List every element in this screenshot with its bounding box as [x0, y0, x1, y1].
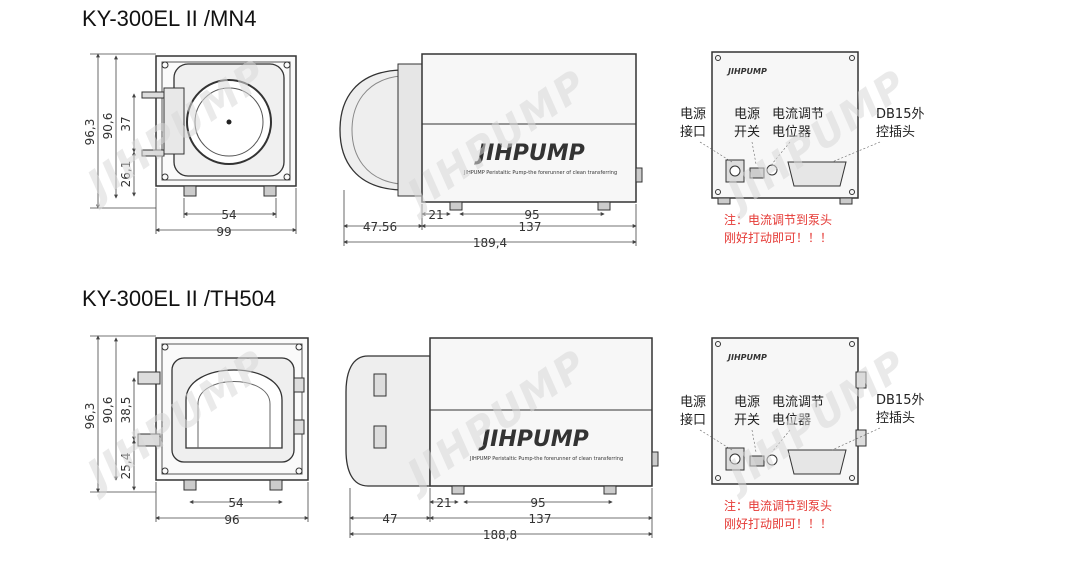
dim-w-54: 54 — [221, 208, 236, 222]
dim-side-total-2: 188,8 — [483, 528, 517, 542]
side-view-th504: JIHPUMP JIHPUMP Peristaltic Pump-the for… — [345, 337, 659, 495]
dim-h-26-2: 25,4 — [119, 453, 133, 480]
label-pot-2b: 电位器 — [772, 413, 811, 428]
side-tagline-mn4: JIHPUMP Peristaltic Pump-the forerunner … — [463, 170, 617, 176]
note-line-2-top: 刚好打动即可！！！ — [724, 231, 832, 245]
dim-side-47-2: 47 — [382, 512, 397, 526]
dim-side-total: 189,4 — [473, 236, 507, 250]
back-logo-th504: JIHPUMP — [726, 353, 767, 362]
label-switch-1b: 电源 — [734, 395, 760, 410]
label-switch-2: 开关 — [734, 125, 760, 140]
dim-w-54-2: 54 — [228, 496, 243, 510]
dim-h-37: 37 — [119, 116, 133, 131]
dim-h-inner-2: 90,6 — [101, 397, 115, 424]
note-line-1-bottom: 注：电流调节到泵头 — [724, 498, 832, 513]
note-line-1-top: 注：电流调节到泵头 — [724, 212, 832, 227]
label-db15-1b: DB15外 — [876, 393, 924, 408]
note-line-2-bottom: 刚好打动即可！！！ — [724, 517, 832, 531]
dim-side-137-2: 137 — [529, 512, 552, 526]
front-view-mn4 — [141, 55, 297, 197]
label-power-port-2b: 接口 — [680, 412, 706, 428]
dim-w-96-2: 96 — [224, 513, 239, 527]
dim-h-total-2: 96,3 — [83, 403, 97, 430]
dim-side-21: 21 — [428, 208, 443, 222]
model-title-1: KY-300EL II /MN4 — [82, 6, 257, 31]
label-power-port-1: 电源 — [680, 107, 706, 122]
dim-side-21-2: 21 — [436, 496, 451, 510]
dim-side-95: 95 — [524, 208, 539, 222]
dim-side-47: 47.56 — [363, 220, 397, 234]
side-view-mn4: JIHPUMP JIHPUMP Peristaltic Pump-the for… — [339, 53, 643, 211]
dim-side-137: 137 — [519, 220, 542, 234]
label-pot-1b: 电流调节 — [772, 395, 824, 410]
dim-h-total: 96,3 — [83, 119, 97, 146]
side-tagline-th504: JIHPUMP Peristaltic Pump-the forerunner … — [469, 456, 623, 462]
label-switch-2b: 开关 — [734, 413, 760, 428]
back-logo-mn4: JIHPUMP — [726, 67, 767, 76]
label-pot-1: 电流调节 — [772, 107, 824, 122]
side-logo-th504: JIHPUMP — [478, 427, 589, 452]
label-power-port-2: 接口 — [680, 124, 706, 140]
back-view-th504: JIHPUMP — [711, 337, 867, 485]
back-view-mn4: JIHPUMP — [711, 51, 859, 205]
label-switch-1: 电源 — [734, 107, 760, 122]
label-db15-2b: 控插头 — [876, 411, 915, 426]
label-pot-2: 电位器 — [772, 125, 811, 140]
dims-side-mn4 — [343, 190, 637, 246]
label-db15-2: 控插头 — [876, 125, 915, 140]
dim-h-inner: 90,6 — [101, 113, 115, 140]
dim-h-26: 26,1 — [119, 161, 133, 188]
side-logo-mn4: JIHPUMP — [474, 141, 585, 166]
label-power-port-1b: 电源 — [680, 395, 706, 410]
label-db15-1: DB15外 — [876, 107, 924, 122]
dim-side-95-2: 95 — [530, 496, 545, 510]
dims-side-th504 — [349, 488, 653, 538]
dims-front-th504 — [90, 335, 309, 522]
dim-h-37-2: 38,5 — [119, 397, 133, 424]
dims-front-mn4 — [90, 53, 297, 234]
model-title-2: KY-300EL II /TH504 — [82, 286, 277, 311]
front-view-th504 — [137, 337, 309, 491]
dim-w-99: 99 — [216, 225, 231, 239]
